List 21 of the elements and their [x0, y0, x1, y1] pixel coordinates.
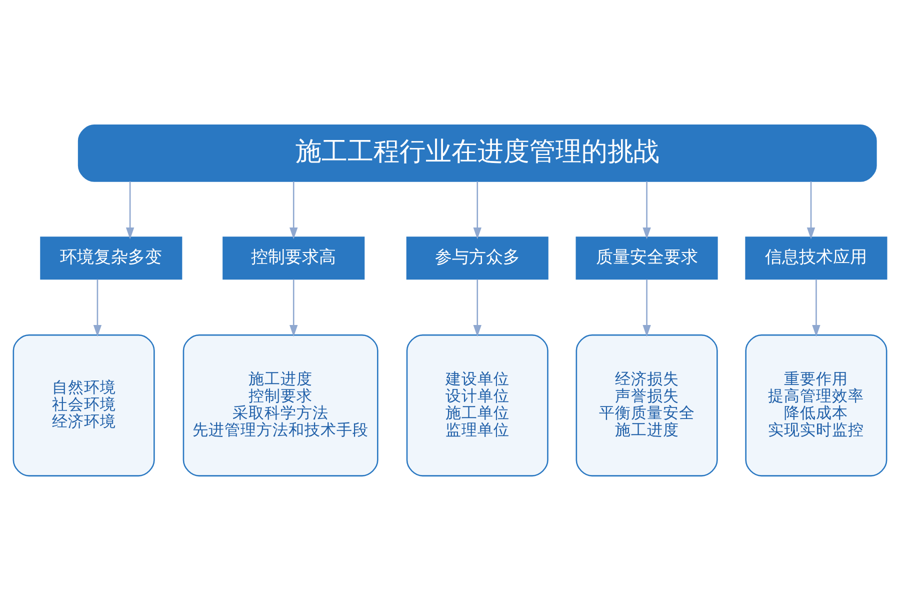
arrow — [290, 180, 298, 239]
arrow — [642, 180, 651, 239]
arrow — [473, 278, 482, 336]
arrow — [126, 180, 134, 239]
node-box: 施工进度 控制要求 采取科学方法 先进管理方法和技术手段 — [182, 334, 378, 476]
node-box: 参与方众多 — [406, 236, 548, 280]
arrow — [642, 278, 651, 336]
node-box: 信息技术应用 — [745, 236, 888, 280]
node-box: 质量安全要求 — [576, 236, 718, 280]
node-box: 经济损失 声誉损失 平衡质量安全 施工进度 — [576, 334, 718, 476]
arrow — [812, 278, 820, 336]
node-box: 重要作用 提高管理效率 降低成本 实现实时监控 — [745, 334, 888, 476]
node-box: 自然环境 社会环境 经济环境 — [12, 334, 155, 476]
node-box: 施工工程行业在进度管理的挑战 — [78, 124, 877, 182]
arrow — [473, 180, 482, 239]
node-box: 环境复杂多变 — [40, 236, 182, 280]
arrow — [93, 278, 102, 336]
arrow — [290, 278, 298, 336]
node-box: 建设单位 设计单位 施工单位 监理单位 — [406, 334, 548, 476]
node-box: 控制要求高 — [222, 236, 365, 280]
arrow — [806, 180, 816, 239]
